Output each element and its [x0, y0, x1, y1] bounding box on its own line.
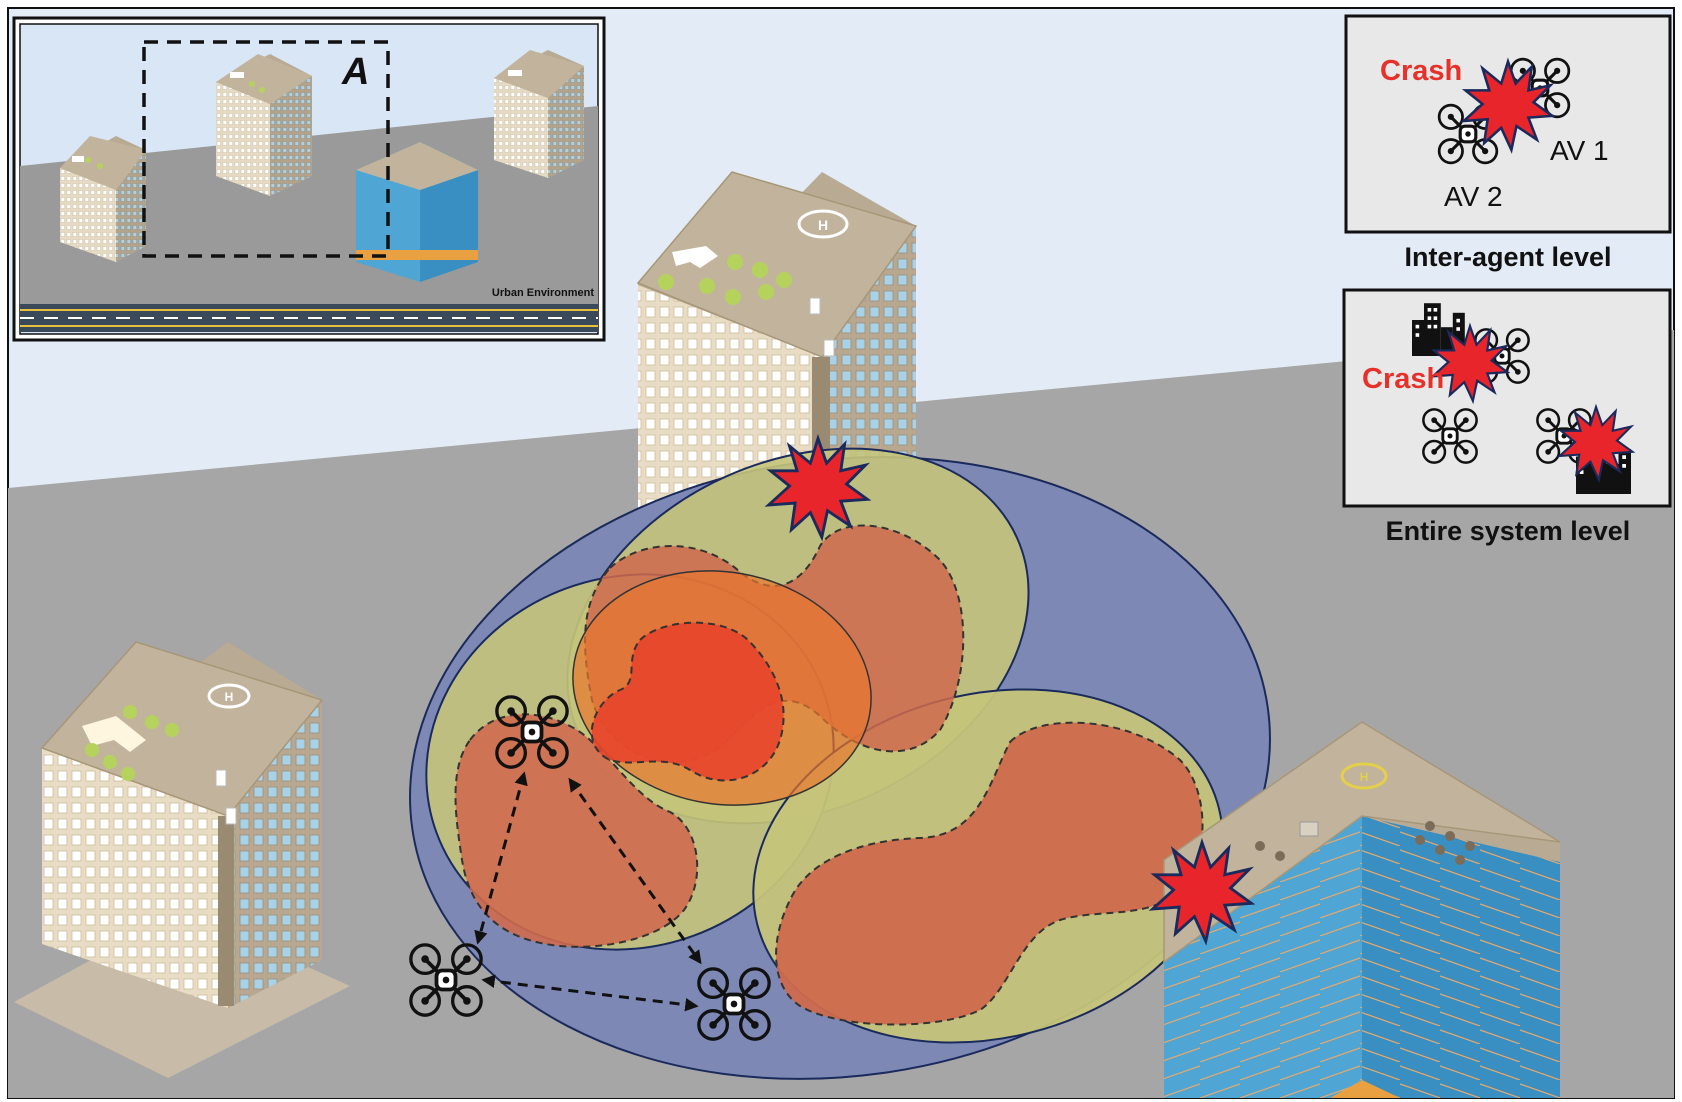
- inset-caption: Urban Environment: [492, 287, 594, 299]
- inter-agent-panel: Crash AV 1 AV 2 Inter-agent level: [1344, 14, 1672, 272]
- bidirectional-arrow-icon-a-b: [474, 771, 528, 945]
- communication-links: [474, 771, 702, 1012]
- system-level-panel: Crash Entire system level: [1342, 288, 1672, 546]
- bidirectional-arrow-icon-a-c: [568, 777, 702, 965]
- svg-text:H: H: [818, 217, 828, 233]
- inter-agent-caption: Inter-agent level: [1404, 242, 1611, 272]
- bidirectional-arrow-icon-b-c: [481, 974, 699, 1012]
- system-crash-label: Crash: [1362, 363, 1444, 395]
- building-left: H: [14, 641, 350, 1078]
- svg-text:H: H: [225, 690, 234, 704]
- svg-text:H: H: [1360, 770, 1369, 784]
- core-risk-region-right: [775, 721, 1204, 1026]
- system-level-caption: Entire system level: [1386, 516, 1631, 546]
- av2-label: AV 2: [1444, 181, 1503, 212]
- inset-region-label: A: [341, 51, 369, 93]
- inter-agent-crash-label: Crash: [1380, 55, 1462, 87]
- building-right: H: [1163, 721, 1561, 1098]
- highest-risk-core: [590, 621, 785, 782]
- av1-label: AV 1: [1550, 135, 1609, 166]
- inset-focus-region: [142, 40, 390, 258]
- urban-environment-inset: A Urban Environment: [12, 16, 606, 342]
